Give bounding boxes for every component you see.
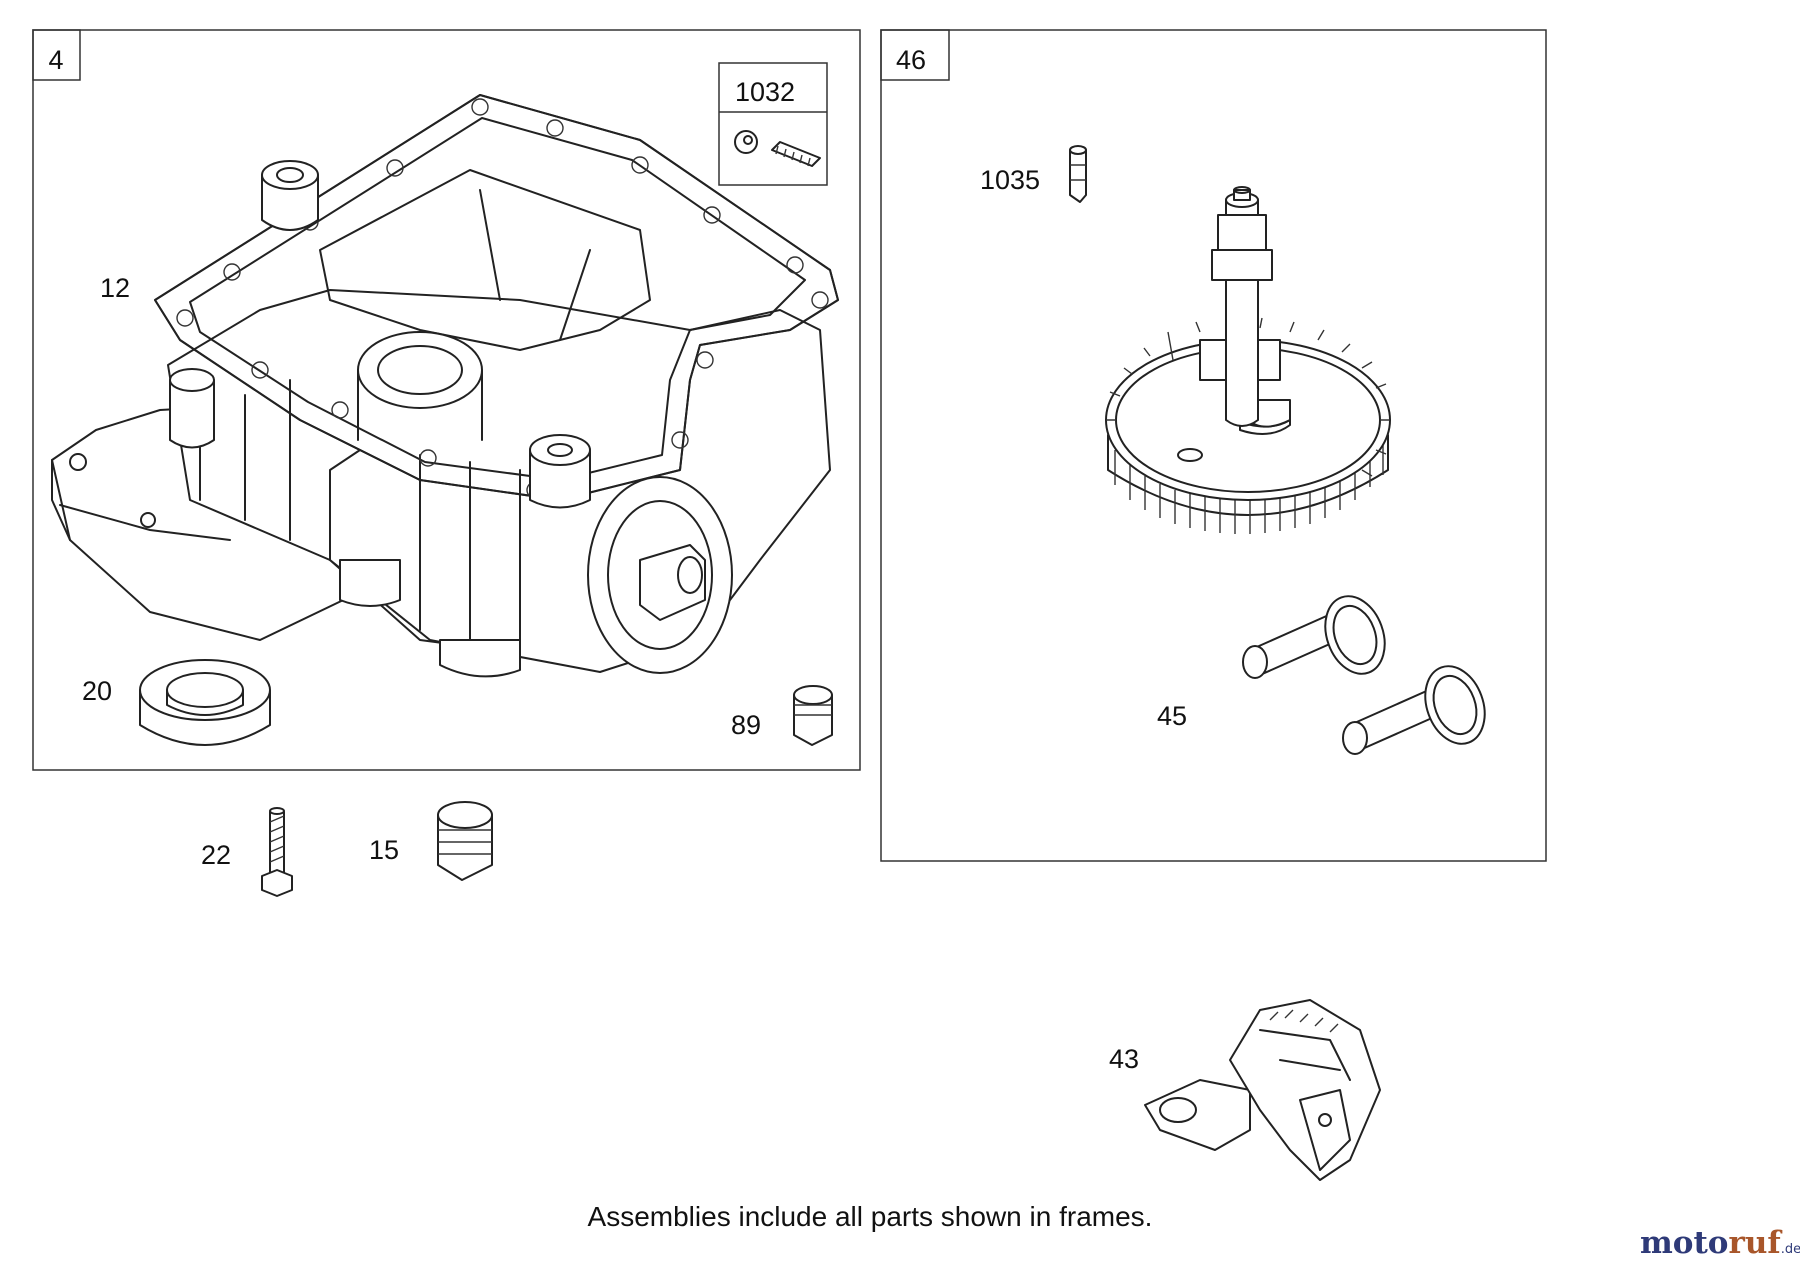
frame-46-tag: 46	[896, 45, 926, 75]
watermark-brand: motoruf.de	[1640, 1225, 1800, 1261]
frame-46-tag-box	[880, 29, 950, 81]
frame-4-border	[32, 29, 861, 771]
frame-4-tag: 4	[48, 45, 63, 75]
callout-1035: 1035	[980, 165, 1040, 195]
callout-89: 89	[731, 710, 761, 740]
governor-assembly-drawing	[1144, 999, 1381, 1181]
watermark-brand-a: moto	[1640, 1225, 1728, 1261]
valve-tappets-drawing	[1242, 595, 1486, 755]
callout-22: 22	[201, 840, 231, 870]
frame-4-tag-box	[32, 29, 81, 81]
callout-45: 45	[1157, 701, 1187, 731]
callout-20: 20	[82, 676, 112, 706]
camshaft-gear-drawing	[1105, 186, 1391, 534]
frame-46: 46 1035	[880, 29, 1547, 862]
bolt-22-drawing	[261, 807, 293, 897]
frame-1032: 1032	[718, 62, 828, 186]
pin-1035-drawing	[1069, 145, 1087, 203]
oil-seal-drawing	[139, 659, 271, 746]
callout-15: 15	[369, 835, 399, 865]
sump-crankcase-drawing	[51, 94, 839, 678]
callout-43: 43	[1109, 1044, 1139, 1074]
callout-12: 12	[100, 273, 130, 303]
plug-89-drawing	[793, 685, 833, 746]
watermark-suffix: .de	[1781, 1242, 1800, 1257]
plug-15-drawing	[437, 801, 493, 881]
watermark-brand-b: ruf	[1728, 1225, 1782, 1261]
frame-46-border	[880, 29, 1547, 862]
frame-1032-tag: 1032	[735, 77, 795, 107]
relief-valve-ball-spring-drawing	[734, 130, 821, 167]
footer-note: Assemblies include all parts shown in fr…	[588, 1201, 1153, 1232]
watermark-logo: motoruf.de	[1640, 1225, 1800, 1261]
frame-4: 4	[32, 29, 861, 771]
frame-1032-border	[718, 62, 828, 186]
